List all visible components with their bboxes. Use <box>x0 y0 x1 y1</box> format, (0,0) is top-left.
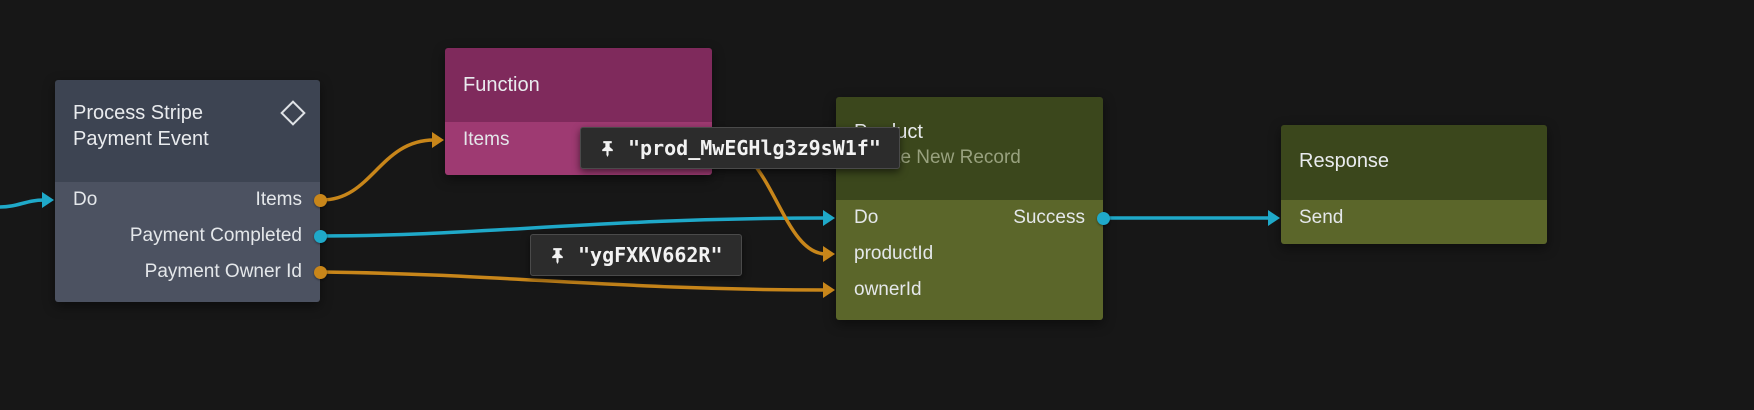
pinned-value-productid[interactable]: "prod_MwEGHlg3z9sW1f" <box>580 127 900 169</box>
port-row: productId <box>823 236 1103 272</box>
input-port-ownerid[interactable] <box>823 282 835 298</box>
node-body: Send <box>1268 200 1547 244</box>
output-port-items[interactable] <box>314 193 327 207</box>
input-label-productid: productId <box>854 243 934 264</box>
node-header: Response <box>1281 125 1547 200</box>
input-port-items[interactable] <box>432 132 444 148</box>
port-row: Payment Completed <box>55 218 327 254</box>
input-label-do: Do <box>854 207 879 228</box>
port-row: Do Success <box>823 200 1110 236</box>
port-row: Send <box>1268 200 1547 236</box>
output-port-success[interactable] <box>1097 211 1110 225</box>
input-port-do[interactable] <box>42 192 54 208</box>
node-header: Process Stripe Payment Event <box>55 80 320 182</box>
input-port-do[interactable] <box>823 210 835 226</box>
node-process-stripe-payment-event[interactable]: Process Stripe Payment Event Do Items Pa… <box>42 80 327 302</box>
pushpin-icon <box>602 140 613 157</box>
input-label-send: Send <box>1299 207 1344 228</box>
node-header: Function <box>445 48 712 122</box>
node-body: Do Success productId ownerId <box>823 200 1110 320</box>
output-port-payment-completed[interactable] <box>314 229 327 243</box>
node-title-line1: Process Stripe <box>73 102 204 124</box>
pinned-value-text: "prod_MwEGHlg3z9sW1f" <box>628 136 881 160</box>
connection-items-to-function[interactable] <box>320 138 436 202</box>
pinned-value-ownerid[interactable]: "ygFXKV662R" <box>530 234 742 276</box>
node-title: Function <box>463 74 540 96</box>
pushpin-icon <box>552 247 563 264</box>
node-title-line2: Payment Event <box>73 128 209 150</box>
port-row: Do Items <box>42 182 327 218</box>
connection-payment-completed-to-do[interactable] <box>320 216 828 238</box>
input-port-productid[interactable] <box>823 246 835 262</box>
pinned-value-text: "ygFXKV662R" <box>578 243 723 267</box>
input-port-send[interactable] <box>1268 210 1280 226</box>
input-label-items: Items <box>463 129 510 150</box>
input-label-do: Do <box>73 189 98 210</box>
output-label-payment-completed: Payment Completed <box>129 225 302 246</box>
port-row: Payment Owner Id <box>55 254 327 290</box>
input-label-ownerid: ownerId <box>854 279 922 300</box>
connection-owner-id-to-ownerid[interactable] <box>320 270 828 292</box>
output-label-success: Success <box>1013 207 1085 228</box>
port-row: ownerId <box>823 272 1103 308</box>
output-port-payment-owner-id[interactable] <box>314 265 327 279</box>
node-response[interactable]: Response Send <box>1268 125 1547 244</box>
node-body: Do Items Payment Completed Payment Owner… <box>42 182 327 302</box>
node-title: Response <box>1299 150 1390 172</box>
output-label-payment-owner-id: Payment Owner Id <box>144 261 302 282</box>
connection-incoming-do[interactable] <box>0 198 46 209</box>
output-label-items: Items <box>255 189 302 210</box>
